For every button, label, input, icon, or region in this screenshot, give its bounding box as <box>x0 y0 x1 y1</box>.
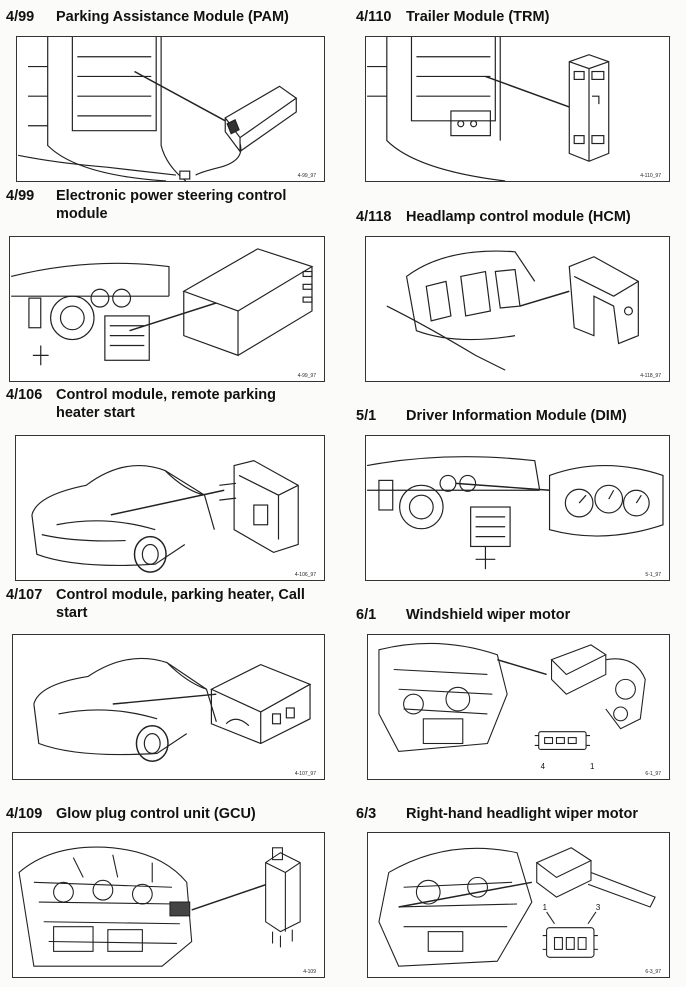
figure-headlamp-control-module: 4-118_97 <box>365 236 670 382</box>
connector-pin-label: 4 <box>541 762 546 771</box>
section-title: Right-hand headlight wiper motor <box>406 806 638 822</box>
section-code: 5/1 <box>356 408 377 424</box>
figure-ref: 4-110_97 <box>640 173 661 179</box>
section-code: 6/3 <box>356 806 377 822</box>
section-header: 4/107 Control module, parking heater, Ca… <box>6 586 306 622</box>
section-code: 4/107 <box>6 587 43 603</box>
figure-ref: 4-99_97 <box>297 173 316 179</box>
section-title: Electronic power steering control module <box>56 188 287 222</box>
figure-power-steering-control-module: 4-99_97 <box>9 236 325 382</box>
section-header: 4/110 Trailer Module (TRM) <box>356 8 549 26</box>
remote-heater-illustration <box>31 460 299 573</box>
section-title: Trailer Module (TRM) <box>406 9 550 25</box>
headlight-wiper-illustration: 1 3 <box>378 847 656 967</box>
gcu-illustration <box>18 846 301 967</box>
section-code: 4/106 <box>6 387 43 403</box>
figure-ref: 6-1_97 <box>645 771 661 777</box>
section-code: 4/99 <box>6 188 35 204</box>
figure-parking-assistance-module: 4-99_97 <box>16 36 325 182</box>
section-title: Control module, remote parking heater st… <box>56 387 276 421</box>
figure-windshield-wiper-motor: 4 1 6-1_97 <box>367 634 670 780</box>
section-header: 5/1 Driver Information Module (DIM) <box>356 407 627 425</box>
section-code: 6/1 <box>356 607 377 623</box>
connector-pin-label: 1 <box>590 762 594 771</box>
section-header: 4/118 Headlamp control module (HCM) <box>356 208 631 226</box>
section-header: 6/3 Right-hand headlight wiper motor <box>356 805 638 823</box>
eps-illustration <box>11 248 314 366</box>
section-code: 4/110 <box>356 9 392 25</box>
section-header: 4/106 Control module, remote parking hea… <box>6 386 296 422</box>
hcm-illustration <box>386 250 639 371</box>
section-code: 4/99 <box>6 9 35 25</box>
figure-ref: 4-107_97 <box>294 771 316 777</box>
section-title: Windshield wiper motor <box>406 607 571 623</box>
connector-pin-label: 3 <box>596 903 601 912</box>
section-title: Headlamp control module (HCM) <box>406 209 631 225</box>
section-header: 4/99 Parking Assistance Module (PAM) <box>6 8 289 26</box>
pam-illustration <box>18 37 298 181</box>
figure-driver-information-module: 5-1_97 <box>365 435 670 581</box>
section-title: Driver Information Module (DIM) <box>406 408 627 424</box>
figure-ref: 6-3_97 <box>645 969 661 975</box>
section-header: 4/99 Electronic power steering control m… <box>6 187 306 223</box>
section-title: Parking Assistance Module (PAM) <box>56 9 289 25</box>
figure-remote-parking-heater-module: 4-106_97 <box>15 435 325 581</box>
trm-illustration <box>367 37 610 181</box>
call-start-illustration <box>33 657 312 762</box>
figure-headlight-wiper-motor: 1 3 6-3_97 <box>367 832 670 978</box>
connector-pin-label: 1 <box>543 903 547 912</box>
section-code: 4/109 <box>6 806 43 822</box>
section-header: 6/1 Windshield wiper motor <box>356 606 570 624</box>
section-title: Control module, parking heater, Call sta… <box>56 587 305 621</box>
figure-ref: 4-109 <box>303 969 316 975</box>
figure-glow-plug-control-unit: 4-109 <box>12 832 325 978</box>
figure-parking-heater-call-start-module: 4-107_97 <box>12 634 325 780</box>
section-title: Glow plug control unit (GCU) <box>56 806 256 822</box>
wiper-motor-illustration: 4 1 <box>378 642 646 771</box>
figure-trailer-module: 4-110_97 <box>365 36 670 182</box>
dim-illustration <box>366 456 664 570</box>
figure-ref: 4-118_97 <box>640 373 661 379</box>
figure-ref: 5-1_97 <box>645 572 661 578</box>
section-header: 4/109 Glow plug control unit (GCU) <box>6 805 256 823</box>
section-code: 4/118 <box>356 209 392 225</box>
figure-ref: 4-99_97 <box>297 373 316 379</box>
figure-ref: 4-106_97 <box>294 572 316 578</box>
